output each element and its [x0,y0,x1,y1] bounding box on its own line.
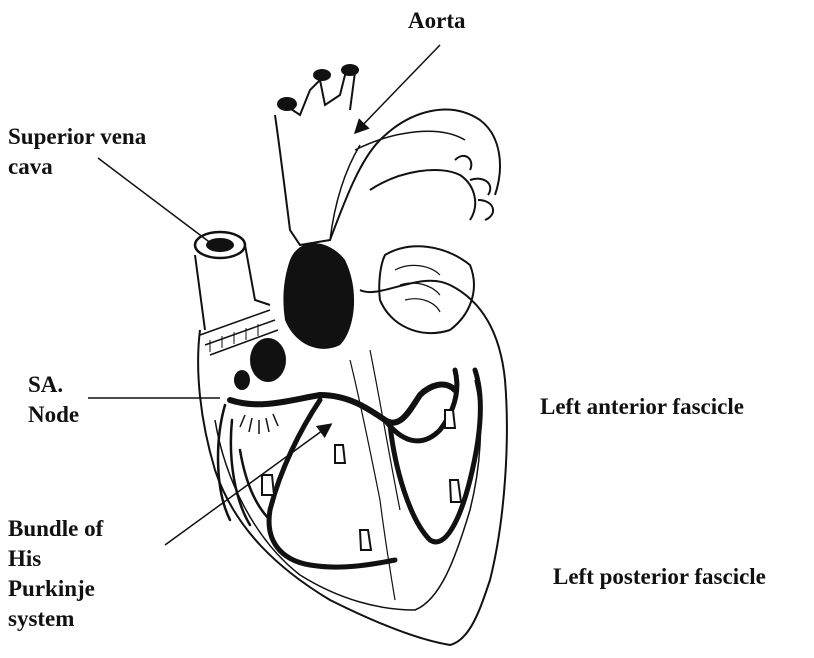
label-bundle-of-his: Bundle of His Purkinje system [8,514,103,634]
label-left-posterior-fascicle: Left posterior fascicle [553,562,766,592]
label-sa-node-line-1: SA. [28,370,79,400]
label-sa-node-line-2: Node [28,400,79,430]
aortic-branch-opening-3 [341,64,359,76]
superior-vena-cava-lumen [206,238,234,252]
ventricle-inner-outline [215,380,480,610]
bundle-of-his-leader-line [165,425,330,545]
superior-vena-cava-vessel [195,245,270,330]
heart-outline [198,281,507,645]
left-atrial-appendage-folds [395,265,440,312]
label-aorta: Aorta [408,6,465,36]
left-anterior-fascicle-path [385,370,457,441]
aorta-leader-line [356,45,440,132]
label-left-anterior-fascicle: Left anterior fascicle [540,392,744,422]
label-sa-node: SA. Node [28,370,79,430]
label-bundle-of-his-line-2: His [8,544,103,574]
left-atrium-dark-region [283,243,354,349]
aortic-branch-opening-2 [313,69,331,81]
label-bundle-of-his-line-3: Purkinje [8,574,103,604]
label-bundle-of-his-line-1: Bundle of [8,514,103,544]
sa-node-fringe [240,414,278,434]
left-posterior-fascicle-path [390,370,480,542]
label-left-anterior-fascicle-text: Left anterior fascicle [540,392,744,422]
right-atrium-opening [250,338,286,382]
label-superior-vena-cava: Superior vena cava [8,122,146,182]
papillary-muscles [262,410,461,550]
aorta-vessel [275,110,500,245]
label-superior-vena-cava-line-2: cava [8,152,146,182]
label-aorta-text: Aorta [408,6,465,36]
aortic-branch-opening-1 [277,97,297,111]
aorta-vessel-inner [330,131,465,240]
coronary-sinus-opening [234,370,250,390]
label-left-posterior-fascicle-text: Left posterior fascicle [553,562,766,592]
label-superior-vena-cava-line-1: Superior vena [8,122,146,152]
label-bundle-of-his-line-4: system [8,604,103,634]
conduction-main-bundle [230,385,455,423]
pulmonary-artery [370,170,475,220]
